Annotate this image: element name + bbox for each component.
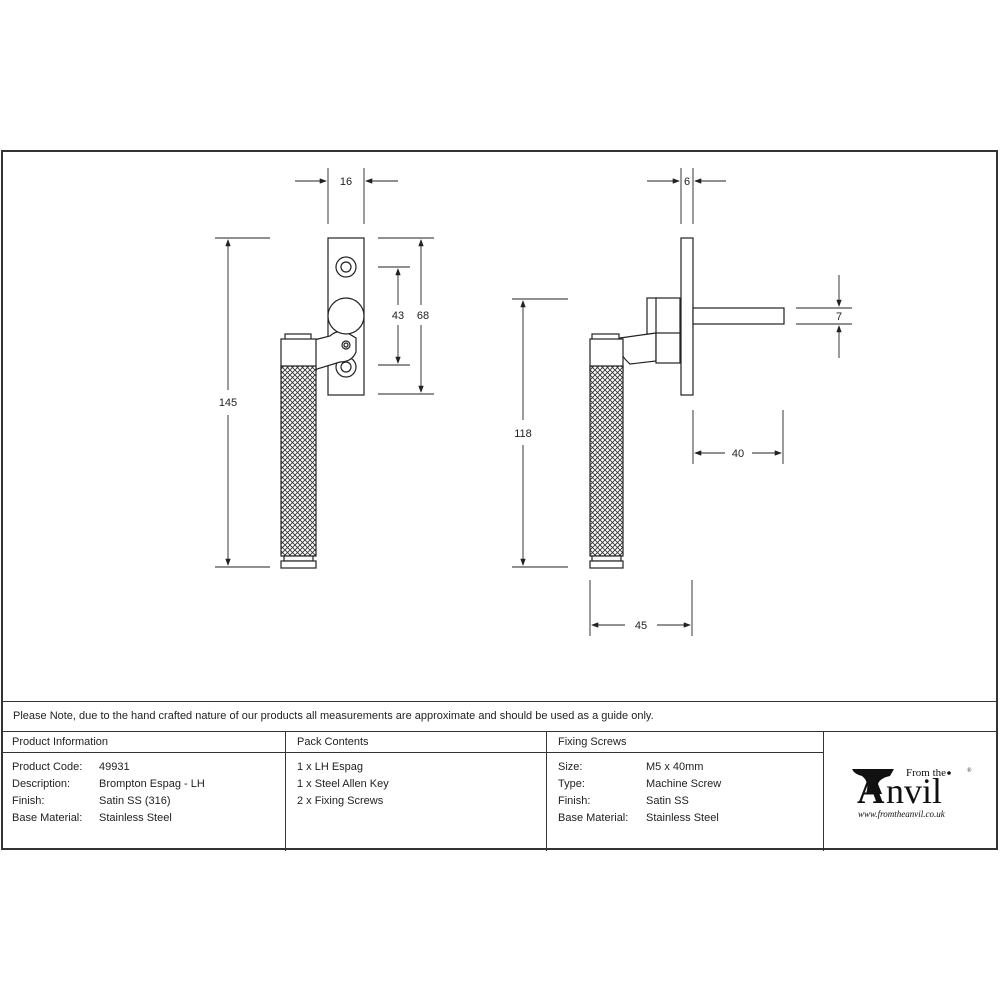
drawing-sheet-frame [1,150,998,850]
product-information-section: Product Information Product Code:49931 D… [1,732,286,851]
dim-spindle-size: 7 [836,311,842,323]
svg-text:From the: From the [906,767,946,779]
dim-plate-height: 68 [417,310,429,322]
info-table: Product Information Product Code:49931 D… [1,731,998,851]
anvil-icon [852,769,894,794]
svg-text:®: ® [967,767,972,774]
dim-plate-thickness: 6 [684,176,690,188]
finish: Satin SS (316) [99,795,171,807]
front-view [280,237,365,569]
side-view [589,237,785,569]
info-row: Size:M5 x 40mm [558,761,704,773]
section-header: Product Information [1,732,285,753]
section-header: Fixing Screws [547,732,823,753]
fixing-screws-section: Fixing Screws Size:M5 x 40mm Type:Machin… [547,732,824,851]
spindle [692,307,785,325]
info-row: Base Material:Stainless Steel [12,810,285,827]
info-row: Finish:Satin SS [558,795,689,807]
logo-url: www.fromtheanvil.co.uk [858,809,946,819]
list-item: 1 x LH Espag [297,761,364,773]
disclaimer-note: Please Note, due to the hand crafted nat… [1,701,998,731]
product-code: 49931 [99,761,130,773]
dim-spindle-length: 40 [732,448,744,460]
list-item: 1 x Steel Allen Key [297,778,389,790]
info-row: Product Code:49931 [12,759,285,776]
side-backplate [680,237,694,396]
info-row: Description:Brompton Espag - LH [12,776,285,793]
list-item: 2 x Fixing Screws [297,795,384,807]
dim-handle-height: 118 [514,428,532,440]
info-row: Finish:Satin SS (316) [12,793,285,810]
pack-contents-section: Pack Contents 1 x LH Espag 1 x Steel All… [286,732,547,851]
dim-plate-width: 16 [340,176,352,188]
info-row: Type:Machine Screw [558,778,722,790]
base-material: Stainless Steel [99,812,172,824]
svg-text:A: A [857,770,885,812]
dim-fixing-centres: 43 [392,310,404,322]
dim-overall-height: 145 [219,397,237,409]
svg-text:nvil: nvil [886,771,942,811]
info-row: Base Material:Stainless Steel [558,812,719,824]
description: Brompton Espag - LH [99,778,205,790]
section-header: Pack Contents [286,732,546,753]
dim-projection: 45 [635,620,647,632]
